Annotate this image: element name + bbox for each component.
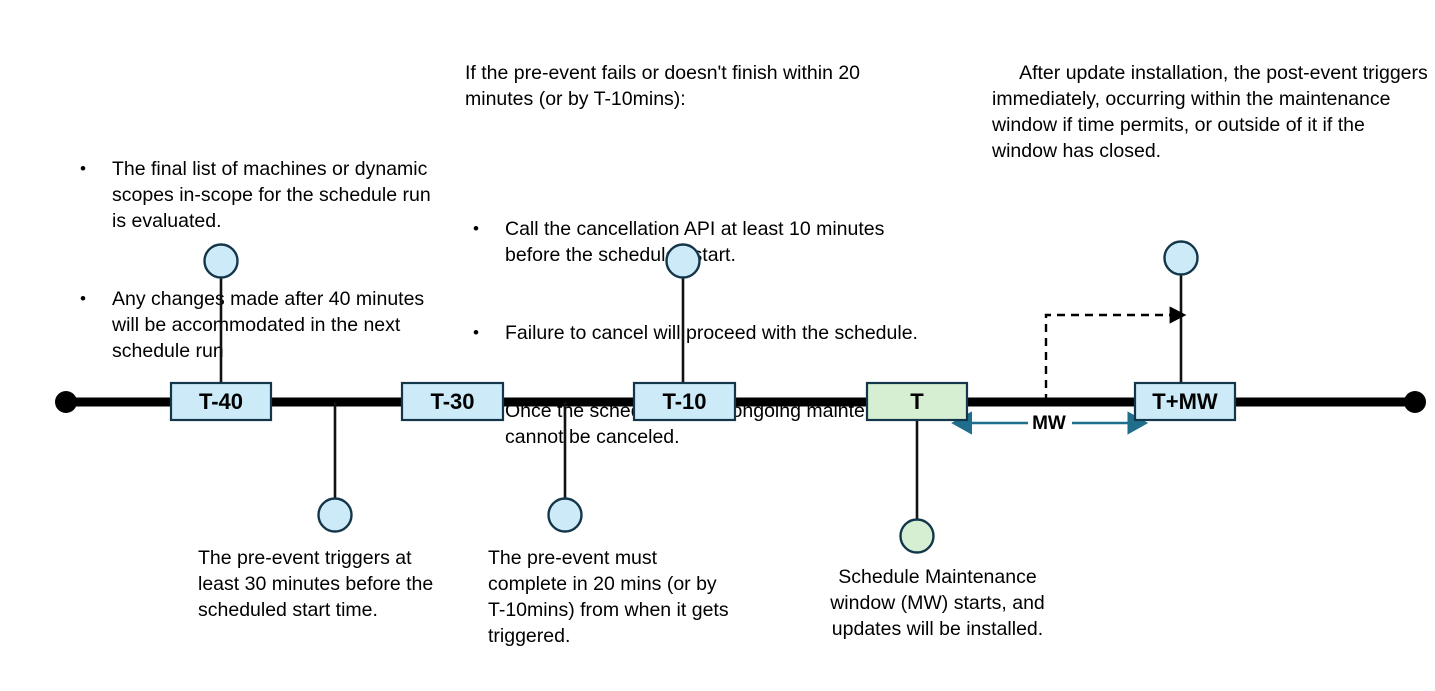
mw-span-label: MW [1032, 413, 1066, 434]
node-t-10-label: T-10 [662, 389, 706, 414]
callout-circle-t-40[interactable] [203, 243, 239, 279]
note-top-left-bullet-1: The final list of machines or dynamic sc… [72, 156, 442, 234]
node-t-40[interactable]: T-40 [169, 381, 273, 422]
caption-maintenance-window: Schedule Maintenance window (MW) starts,… [830, 566, 1051, 640]
node-t-30[interactable]: T-30 [400, 381, 505, 422]
node-t-plus-mw-label: T+MW [1152, 389, 1218, 414]
node-t-30-box[interactable] [400, 381, 505, 422]
note-top-middle: If the pre-event fails or doesn't finish… [465, 8, 925, 554]
node-t-30-label: T-30 [430, 389, 474, 414]
node-t[interactable]: T [865, 381, 969, 422]
timeline-end-dot [1404, 391, 1426, 413]
callout-circle-maintenance-window[interactable] [899, 518, 935, 554]
node-t-plus-mw[interactable]: T+MW [1133, 381, 1237, 422]
caption-pre-event-complete: The pre-event must complete in 20 mins (… [488, 547, 735, 647]
post-event-dashed-arrow [1044, 306, 1187, 402]
node-t-40-label: T-40 [199, 389, 243, 414]
node-t-plus-mw-box[interactable] [1133, 381, 1237, 422]
note-top-middle-bullet-1: Call the cancellation API at least 10 mi… [465, 216, 925, 268]
node-t-10[interactable]: T-10 [632, 381, 737, 422]
callout-circle-pre-event-trigger[interactable] [317, 497, 353, 533]
callout-circle-t-plus-mw[interactable] [1163, 240, 1199, 276]
note-top-left-bullet-2: Any changes made after 40 minutes will b… [72, 286, 442, 364]
node-t-label: T [910, 389, 924, 414]
note-top-middle-bullet-2: Failure to cancel will proceed with the … [465, 320, 925, 346]
callout-circle-t-10[interactable] [665, 243, 701, 279]
note-top-left-list: The final list of machines or dynamic sc… [72, 104, 442, 416]
node-t-box[interactable] [865, 381, 969, 422]
node-t-40-box[interactable] [169, 381, 273, 422]
node-t-10-box[interactable] [632, 381, 737, 422]
note-top-left: The final list of machines or dynamic sc… [72, 52, 442, 468]
note-top-middle-lead: If the pre-event fails or doesn't finish… [465, 62, 866, 110]
callout-circle-pre-event-complete[interactable] [547, 497, 583, 533]
caption-pre-event-trigger: The pre-event triggers at least 30 minut… [198, 547, 439, 621]
timeline-start-dot [55, 391, 77, 413]
note-top-right: After update installation, the post-even… [992, 62, 1434, 162]
